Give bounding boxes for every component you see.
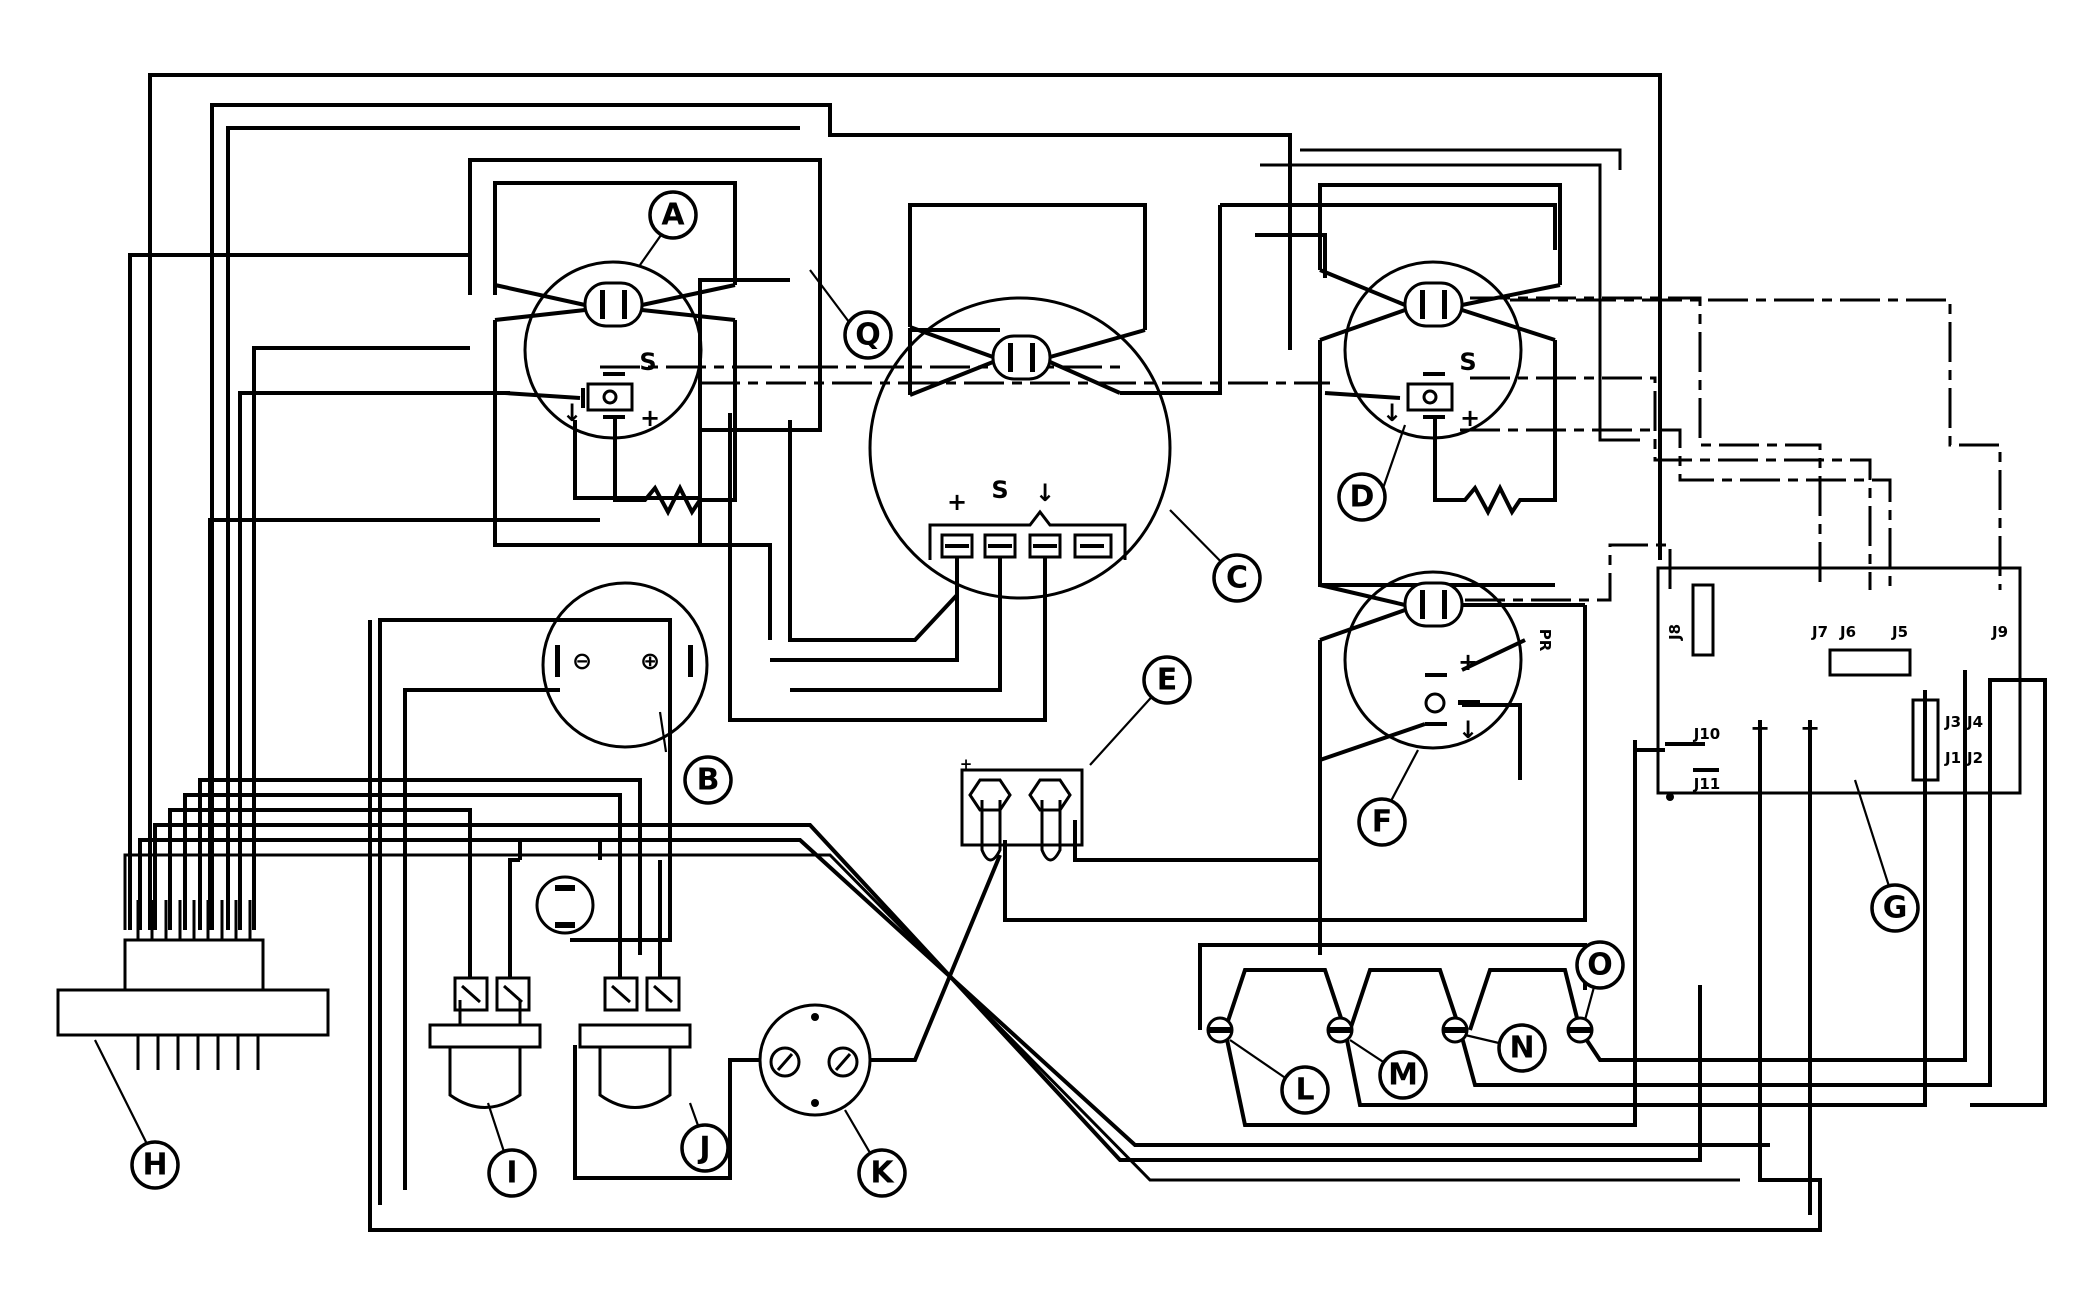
callout-n: N <box>1497 1023 1547 1073</box>
pushbutton-b-plus: ⊕ <box>640 647 660 675</box>
pcb-label-j8: J8 <box>1666 624 1684 641</box>
callout-o: O <box>1575 940 1625 990</box>
callout-j-label: J <box>697 1131 710 1166</box>
connector-h-pins <box>136 900 260 1070</box>
switch-k <box>758 1003 872 1117</box>
callout-g-label: G <box>1883 891 1908 926</box>
callout-i-label: I <box>506 1156 517 1191</box>
callout-k: K <box>857 1148 907 1198</box>
callout-e: E <box>1142 655 1192 705</box>
relay-a: S ↓ + <box>494 260 737 517</box>
harness-wires <box>123 73 1770 1182</box>
callout-b-label: B <box>697 763 720 798</box>
relay-d: S ↓ + <box>1318 260 1561 517</box>
pcb-minus-mark: − <box>1750 714 1770 742</box>
pcb-label-j2: J2 <box>1966 749 1983 767</box>
connector-h <box>56 900 330 1070</box>
callout-j: J <box>680 1123 730 1173</box>
pcb-label-j10: J10 <box>1693 725 1720 743</box>
pcb-label-j1: J1 <box>1944 749 1961 767</box>
callout-f: F <box>1357 797 1407 847</box>
pcb-label-j3: J3 <box>1944 713 1961 731</box>
pcb-g: J8 J7 J6 J5 J9 J10 J11 J3 J4 J1 J2 − + <box>1656 566 2022 801</box>
callout-g: G <box>1870 883 1920 933</box>
relay-c: + S ↓ <box>868 296 1172 600</box>
relay-a-ground-mark: ↓ <box>562 399 582 427</box>
callout-a: A <box>648 190 698 240</box>
callout-k-label: K <box>870 1156 895 1191</box>
indicator-row <box>1206 1016 1594 1044</box>
pcb-label-j6: J6 <box>1839 623 1856 641</box>
callout-h: H <box>130 1140 180 1190</box>
callout-c: C <box>1212 553 1262 603</box>
dashdot-wires <box>600 296 2002 602</box>
callout-i: I <box>487 1148 537 1198</box>
callout-q-label: Q <box>855 318 881 353</box>
callout-d: D <box>1337 472 1387 522</box>
pushbutton-b: ⊖ ⊕ <box>541 581 709 749</box>
pushbutton-b-minus: ⊖ <box>572 647 592 675</box>
relay-d-plus-mark: + <box>1460 404 1480 432</box>
relay-f-ground-mark: ↓ <box>1458 716 1478 744</box>
relay-f-tag: PR <box>1536 629 1554 652</box>
callout-m: M <box>1378 1050 1428 1100</box>
relay-d-ground-mark: ↓ <box>1382 399 1402 427</box>
relay-f: + ↓ PR <box>1319 570 1585 780</box>
callout-q: Q <box>843 310 893 360</box>
callout-c-label: C <box>1226 561 1248 596</box>
callout-d-label: D <box>1350 480 1375 515</box>
relay-c-plus-mark: + <box>947 488 967 516</box>
callout-f-label: F <box>1372 805 1393 840</box>
callout-l: L <box>1280 1065 1330 1115</box>
callout-a-label: A <box>661 198 685 233</box>
pcb-label-j9: J9 <box>1991 623 2008 641</box>
pcb-label-j4: J4 <box>1966 713 1983 731</box>
pcb-label-j5: J5 <box>1891 623 1908 641</box>
pcb-label-j7: J7 <box>1811 623 1828 641</box>
callout-e-label: E <box>1157 663 1178 698</box>
relay-c-ground-mark: ↓ <box>1035 479 1055 507</box>
switch-e: + <box>960 755 1084 862</box>
pcb-plus-mark: + <box>1800 714 1820 742</box>
callout-o-label: O <box>1587 948 1613 983</box>
switch-e-plus-mark: + <box>960 755 973 773</box>
lamp-j <box>578 976 692 1109</box>
relay-d-s-mark: S <box>1459 348 1476 376</box>
relay-c-s-mark: S <box>991 476 1008 504</box>
relay-f-plus-mark: + <box>1458 648 1478 676</box>
callout-n-label: N <box>1509 1031 1534 1066</box>
pcb-label-j11: J11 <box>1693 775 1720 793</box>
relay-a-s-mark: S <box>639 348 656 376</box>
callout-m-label: M <box>1388 1058 1418 1093</box>
lamp-small <box>535 875 595 935</box>
callout-l-label: L <box>1295 1073 1314 1108</box>
relay-a-plus-mark: + <box>640 404 660 432</box>
callout-h-label: H <box>142 1148 167 1183</box>
callout-b: B <box>683 755 733 805</box>
lamp-i <box>428 976 542 1109</box>
